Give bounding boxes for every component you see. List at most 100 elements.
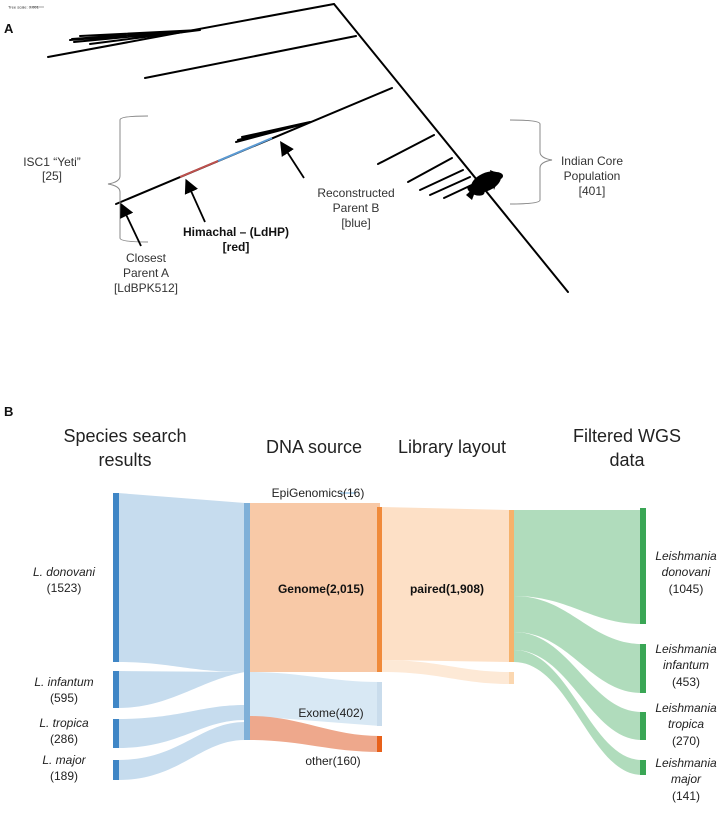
- flow-major: [118, 722, 245, 780]
- flow-filtered-major: [514, 650, 642, 775]
- flow-filtered-tropica: [514, 632, 642, 740]
- svg-text:Indian Core: Indian Core: [561, 154, 623, 168]
- himachal-red-segment: [179, 160, 219, 178]
- panel-a-letter: A: [4, 21, 14, 36]
- node-single: [509, 672, 514, 684]
- isc1-bracket: [107, 115, 149, 243]
- node-exome: [377, 682, 382, 726]
- tree-trunk: [333, 3, 569, 293]
- header-filtered-wgs: Filtered WGS data: [573, 426, 681, 470]
- flow-tropica: [118, 705, 245, 748]
- label-filtered-major: Leishmania major (141): [655, 756, 717, 803]
- label-filtered-tropica: Leishmania tropica (270): [655, 701, 717, 748]
- svg-text:L. major: L. major: [42, 753, 86, 767]
- svg-text:Leishmania: Leishmania: [655, 642, 717, 656]
- tree-branch-top-fan: [69, 29, 201, 45]
- tree-branch-isc1-fan: [235, 121, 311, 143]
- svg-text:Parent A: Parent A: [123, 266, 169, 280]
- label-epigenomics: EpiGenomics(16): [272, 486, 365, 500]
- svg-text:[25]: [25]: [42, 169, 62, 183]
- species-nodes: [113, 493, 119, 780]
- node-paired: [509, 510, 514, 662]
- tree-branch-core-4: [429, 176, 471, 196]
- svg-text:(270): (270): [672, 734, 700, 748]
- svg-text:[401]: [401]: [579, 184, 606, 198]
- svg-text:(595): (595): [50, 691, 78, 705]
- flow-infantum: [118, 671, 245, 708]
- node-l-infantum: [113, 671, 119, 708]
- flow-single: [382, 660, 510, 684]
- tree-scale-label: Tree scale: 0.001: [8, 5, 40, 10]
- svg-text:(286): (286): [50, 732, 78, 746]
- phylogenetic-tree: [47, 3, 569, 293]
- label-paired: paired(1,908): [410, 582, 484, 596]
- svg-text:(453): (453): [672, 675, 700, 689]
- himachal-arrow: [184, 178, 206, 223]
- header-dna-source: DNA source: [266, 437, 362, 457]
- flow-filtered-donovani: [514, 510, 642, 624]
- label-filtered-donovani: Leishmania donovani (1045): [655, 549, 717, 596]
- svg-text:(189): (189): [50, 769, 78, 783]
- tree-branch-core-2: [407, 157, 453, 183]
- svg-text:Population: Population: [564, 169, 621, 183]
- label-genome: Genome(2,015): [278, 582, 364, 596]
- svg-text:(1523): (1523): [47, 581, 82, 595]
- flow-other: [250, 716, 380, 752]
- node-l-donovani: [113, 493, 119, 662]
- parent-b-blue-segment: [217, 137, 273, 162]
- node-filtered-infantum: [640, 644, 646, 693]
- label-l-donovani: L. donovani (1523): [33, 565, 95, 595]
- filtered-nodes: [640, 508, 646, 775]
- svg-text:ISC1 “Yeti”: ISC1 “Yeti”: [23, 155, 81, 169]
- tree-branch-core-1: [377, 134, 435, 165]
- parent-b-arrow: [280, 140, 305, 179]
- indian-core-population-cluster: [466, 170, 503, 200]
- svg-text:Species search: Species search: [63, 426, 186, 446]
- closest-parent-label: Closest Parent A [LdBPK512]: [114, 251, 178, 295]
- header-library-layout: Library layout: [398, 437, 506, 457]
- svg-text:Closest: Closest: [126, 251, 167, 265]
- flow-filtered-infantum: [514, 596, 642, 693]
- label-exome: Exome(402): [298, 706, 363, 720]
- svg-text:[blue]: [blue]: [341, 216, 370, 230]
- node-dna-source: [244, 503, 250, 740]
- label-l-tropica: L. tropica (286): [39, 716, 89, 746]
- svg-text:donovani: donovani: [662, 565, 711, 579]
- svg-text:Parent B: Parent B: [333, 201, 380, 215]
- label-l-major: L. major (189): [42, 753, 86, 783]
- node-l-tropica: [113, 719, 119, 748]
- svg-text:Leishmania: Leishmania: [655, 701, 717, 715]
- panel-b-letter: B: [4, 404, 13, 419]
- svg-text:tropica: tropica: [668, 717, 704, 731]
- svg-text:L. infantum: L. infantum: [34, 675, 93, 689]
- svg-text:Himachal – (LdHP): Himachal – (LdHP): [183, 225, 289, 239]
- svg-text:(141): (141): [672, 789, 700, 803]
- svg-text:L. tropica: L. tropica: [39, 716, 89, 730]
- node-l-major: [113, 760, 119, 780]
- svg-text:[red]: [red]: [223, 240, 250, 254]
- label-filtered-infantum: Leishmania infantum (453): [655, 642, 717, 689]
- node-filtered-donovani: [640, 508, 646, 624]
- svg-text:major: major: [671, 772, 702, 786]
- reconstructed-parent-label: Reconstructed Parent B [blue]: [317, 186, 394, 230]
- svg-text:[LdBPK512]: [LdBPK512]: [114, 281, 178, 295]
- svg-text:Leishmania: Leishmania: [655, 756, 717, 770]
- svg-text:Reconstructed: Reconstructed: [317, 186, 394, 200]
- svg-text:data: data: [609, 450, 645, 470]
- header-species-search: Species search results: [63, 426, 186, 470]
- svg-text:Filtered WGS: Filtered WGS: [573, 426, 681, 446]
- node-other: [377, 736, 382, 752]
- flow-paired: [382, 507, 510, 662]
- tree-branch-core-3: [419, 169, 464, 191]
- flows-species-to-dna: [118, 493, 245, 780]
- node-genome: [377, 507, 382, 672]
- svg-text:Leishmania: Leishmania: [655, 549, 717, 563]
- svg-text:(1045): (1045): [669, 582, 704, 596]
- closest-parent-arrow: [120, 202, 142, 247]
- label-l-infantum: L. infantum (595): [34, 675, 93, 705]
- flow-donovani: [118, 493, 245, 672]
- himachal-label: Himachal – (LdHP) [red]: [183, 225, 289, 254]
- svg-text:L. donovani: L. donovani: [33, 565, 95, 579]
- node-filtered-major: [640, 760, 646, 775]
